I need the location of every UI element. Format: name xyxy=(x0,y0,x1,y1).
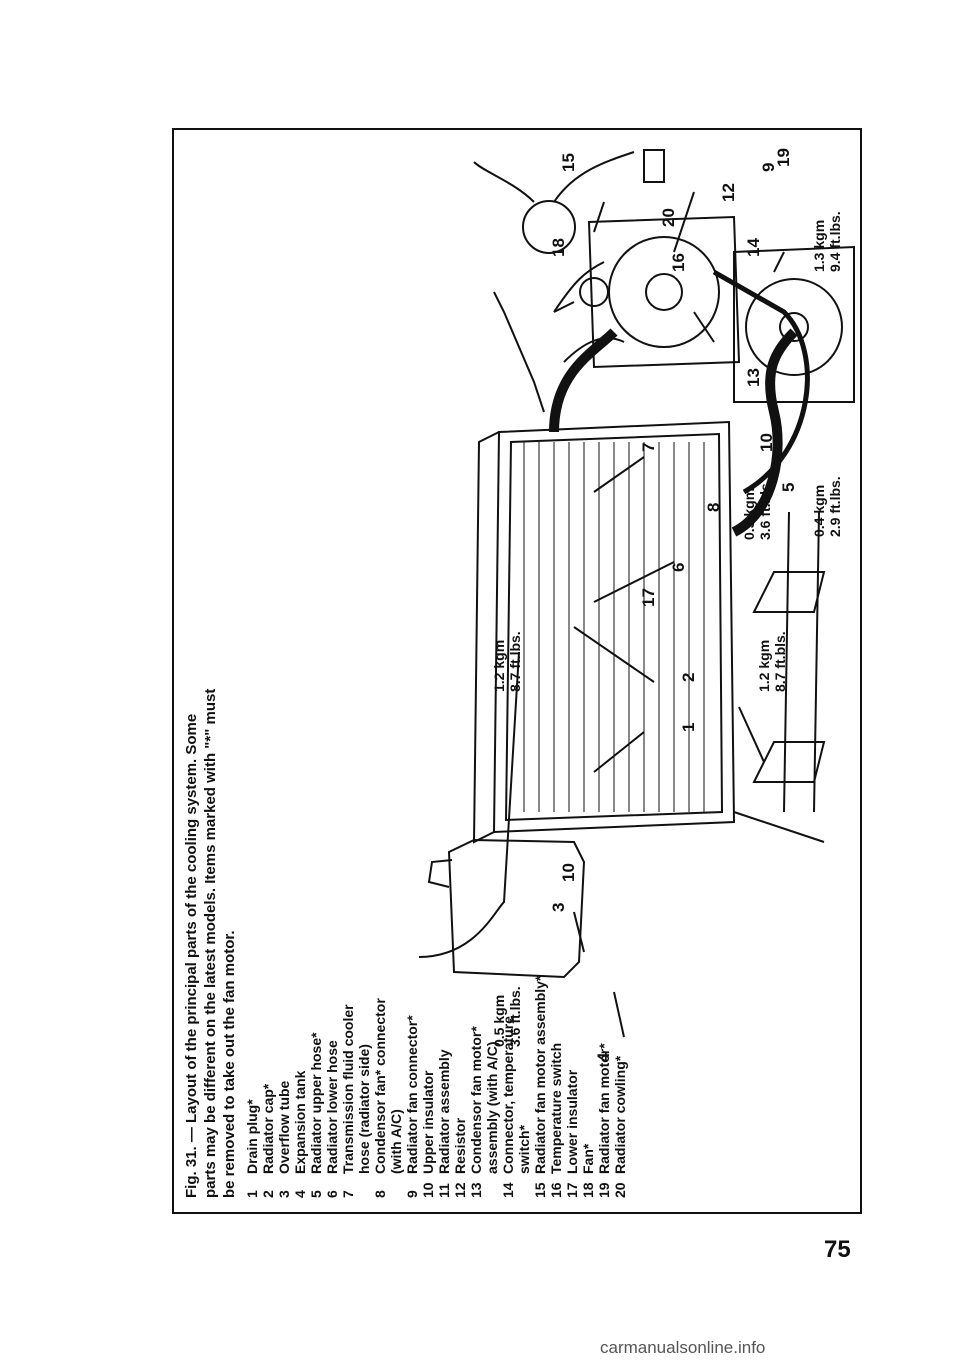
callout: 2 xyxy=(679,673,698,682)
callout: 1 xyxy=(679,723,698,732)
watermark: carmanualsonline.info xyxy=(600,1338,766,1357)
radiator-fan-motor xyxy=(522,200,576,254)
expansion-tank-outline xyxy=(447,838,586,979)
callout: 6 xyxy=(669,563,688,572)
torque-label: 8.7 ft.lbs. xyxy=(507,631,523,692)
callout: 7 xyxy=(639,443,658,452)
torque-label: 0.4 kgm xyxy=(811,485,827,537)
radiator-outline xyxy=(492,420,736,834)
radiator-lower-hose xyxy=(731,328,798,537)
callout: 20 xyxy=(659,208,678,227)
torque-label: 1.3 kgm xyxy=(811,220,827,272)
fan-blades xyxy=(553,261,625,363)
torque-label: 3.6 ft.bls. xyxy=(757,479,773,540)
overflow-tube xyxy=(418,651,520,958)
callout: 10 xyxy=(559,863,578,882)
torque-label: 0.5 kgm xyxy=(741,488,757,540)
callout: 16 xyxy=(669,253,688,272)
torque-label: 2.9 ft.lbs. xyxy=(827,476,843,537)
torque-label: 9.4 ft.lbs. xyxy=(827,211,843,272)
figure-frame xyxy=(172,128,862,1214)
callout: 19 xyxy=(774,148,793,167)
torque-label: 1.2 kgm xyxy=(491,640,507,692)
torque-label: 1.2 kgm xyxy=(756,640,772,692)
page-number: 75 xyxy=(824,1236,851,1263)
callout: 8 xyxy=(704,503,723,512)
callout: 12 xyxy=(719,183,738,202)
rotated-figure: Fig. 31. — Layout of the principal parts… xyxy=(174,130,860,1212)
radiator-cowling xyxy=(587,215,741,369)
callout: 13 xyxy=(744,368,763,387)
callout: 5 xyxy=(779,483,798,492)
callout: 18 xyxy=(549,238,568,257)
callout: 9 xyxy=(759,163,778,172)
callout: 15 xyxy=(559,153,578,172)
condensor-fan-shroud xyxy=(733,245,855,403)
cooling-system-diagram: 0.5 kgm 3.6 ft.lbs. 1.2 kgm 8.7 ft.lbs. … xyxy=(418,148,855,1062)
transmission-cooler-hose xyxy=(712,269,810,495)
callout: 17 xyxy=(639,588,658,607)
callout: 14 xyxy=(744,238,763,257)
callout: 10 xyxy=(757,433,776,452)
callout: 4 xyxy=(594,1052,613,1062)
torque-label: 0.5 kgm xyxy=(491,995,507,1047)
callout: 3 xyxy=(549,903,568,912)
torque-label: 8.7 ft.bls. xyxy=(772,631,788,692)
torque-label: 3.6 ft.lbs. xyxy=(507,986,523,1047)
